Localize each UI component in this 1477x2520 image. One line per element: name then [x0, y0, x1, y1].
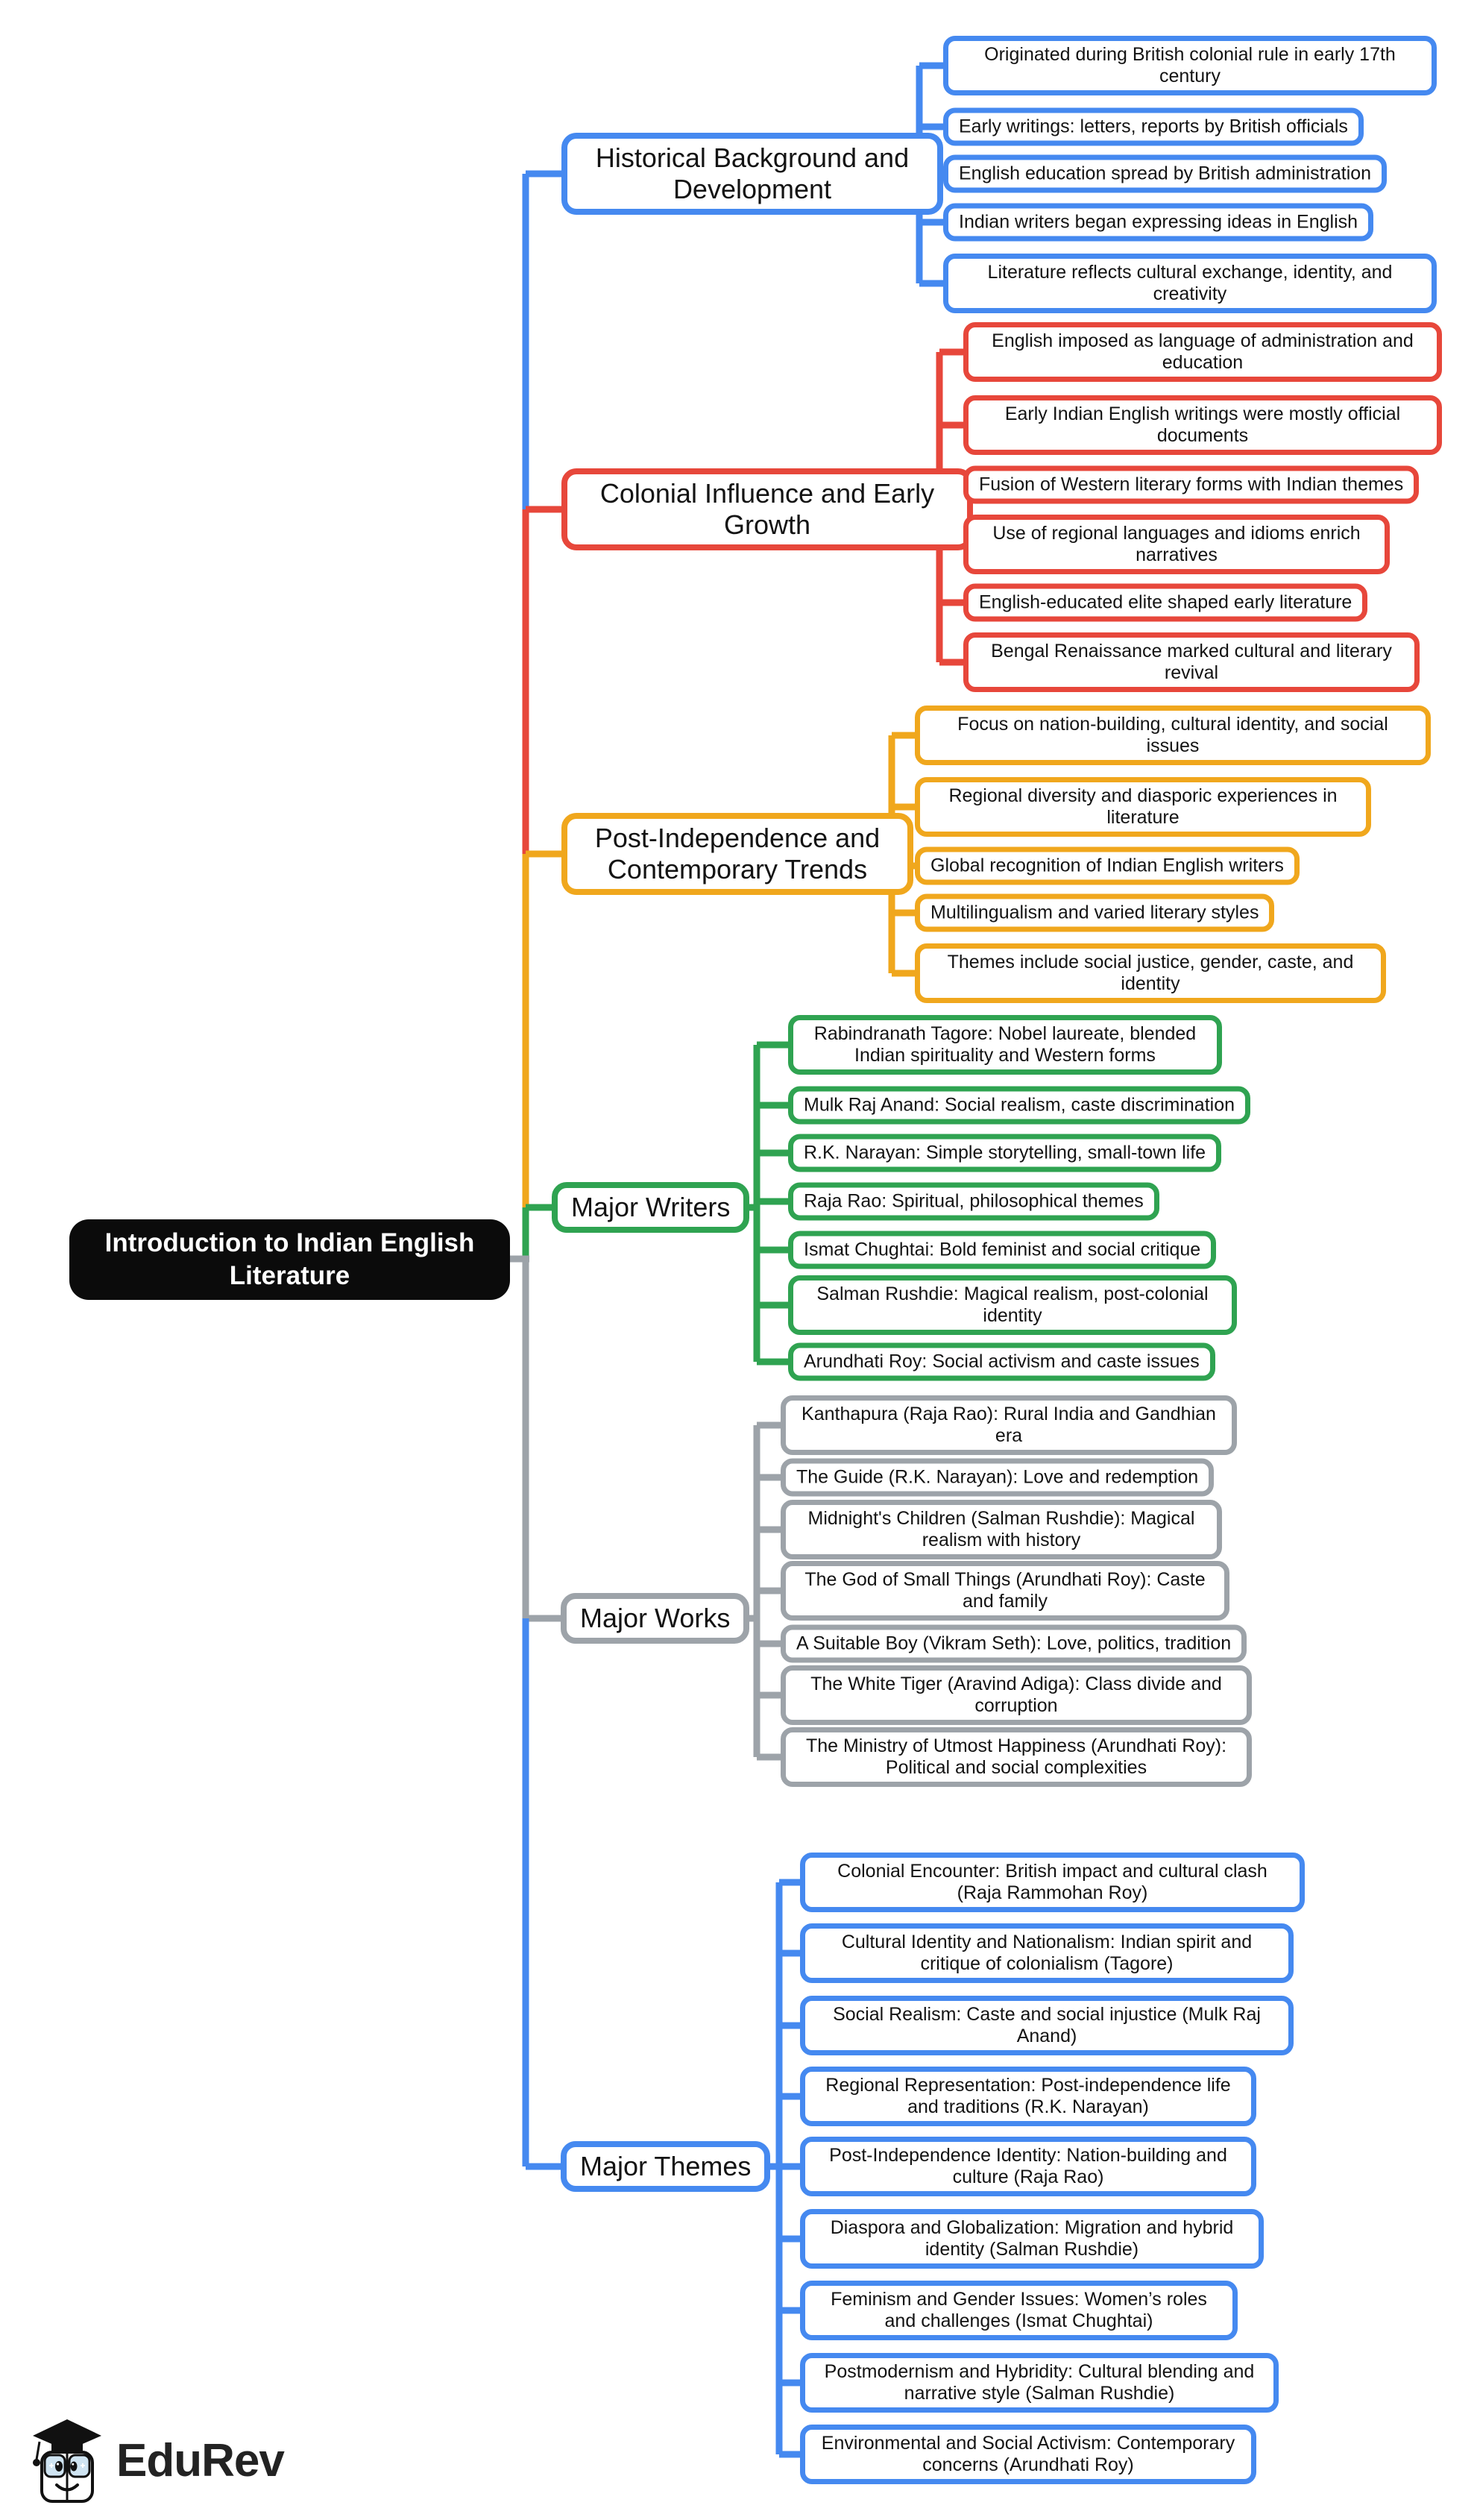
- leaf-node: Originated during British colonial rule …: [943, 36, 1437, 95]
- branch-label-major-writers: Major Writers: [552, 1182, 750, 1233]
- leaf-node: English education spread by British admi…: [943, 154, 1388, 193]
- root-node: Introduction to Indian English Literatur…: [69, 1219, 510, 1300]
- leaf-node: Global recognition of Indian English wri…: [915, 846, 1300, 885]
- branch-connector-major-works: [522, 1259, 790, 1761]
- leaf-node: R.K. Narayan: Simple storytelling, small…: [788, 1134, 1222, 1172]
- leaf-node: Raja Rao: Spiritual, philosophical theme…: [788, 1182, 1159, 1221]
- leaf-node: Salman Rushdie: Magical realism, post-co…: [788, 1275, 1237, 1335]
- leaf-node: Fusion of Western literary forms with In…: [963, 465, 1420, 504]
- graduation-cap-mascot-icon: [33, 2419, 101, 2503]
- leaf-node: Rabindranath Tagore: Nobel laureate, ble…: [788, 1015, 1222, 1075]
- leaf-node: Early writings: letters, reports by Brit…: [943, 107, 1364, 146]
- branch-label-major-works: Major Works: [561, 1593, 750, 1644]
- leaf-node: Focus on nation-building, cultural ident…: [915, 706, 1431, 765]
- leaf-node: Kanthapura (Raja Rao): Rural India and G…: [781, 1395, 1237, 1455]
- leaf-node: Feminism and Gender Issues: Women’s role…: [800, 2281, 1238, 2340]
- branch-label-colonial-influence: Colonial Influence and Early Growth: [561, 468, 973, 550]
- leaf-node: Arundhati Roy: Social activism and caste…: [788, 1342, 1215, 1381]
- leaf-node: The White Tiger (Aravind Adiga): Class d…: [781, 1665, 1252, 1725]
- branch-connector-major-themes: [522, 1618, 810, 2458]
- leaf-node: Environmental and Social Activism: Conte…: [800, 2425, 1256, 2484]
- leaf-node: Indian writers began expressing ideas in…: [943, 203, 1374, 242]
- leaf-node: Regional diversity and diasporic experie…: [915, 777, 1371, 837]
- leaf-node: Multilingualism and varied literary styl…: [915, 893, 1275, 932]
- branch-label-major-themes: Major Themes: [561, 2141, 771, 2192]
- leaf-node: Cultural Identity and Nationalism: India…: [800, 1923, 1294, 1983]
- leaf-node: A Suitable Boy (Vikram Seth): Love, poli…: [781, 1624, 1247, 1663]
- leaf-node: Midnight's Children (Salman Rushdie): Ma…: [781, 1500, 1222, 1559]
- leaf-node: Bengal Renaissance marked cultural and l…: [963, 632, 1420, 692]
- leaf-node: Diaspora and Globalization: Migration an…: [800, 2209, 1264, 2269]
- leaf-node: English-educated elite shaped early lite…: [963, 583, 1368, 622]
- leaf-node: Colonial Encounter: British impact and c…: [800, 1853, 1305, 1912]
- branch-label-post-independence: Post-Independence and Contemporary Trend…: [561, 813, 913, 895]
- edurev-logo: EduRev: [30, 2416, 285, 2504]
- leaf-node: The God of Small Things (Arundhati Roy):…: [781, 1561, 1229, 1621]
- leaf-node: Early Indian English writings were mostl…: [963, 395, 1442, 455]
- edurev-brand-text: EduRev: [116, 2434, 285, 2486]
- leaf-node: Regional Representation: Post-independen…: [800, 2067, 1256, 2126]
- leaf-node: Ismat Chughtai: Bold feminist and social…: [788, 1231, 1217, 1269]
- leaf-node: Use of regional languages and idioms enr…: [963, 515, 1390, 574]
- leaf-node: Post-Independence Identity: Nation-build…: [800, 2137, 1256, 2196]
- leaf-node: Mulk Raj Anand: Social realism, caste di…: [788, 1086, 1251, 1125]
- leaf-node: Social Realism: Caste and social injusti…: [800, 1996, 1294, 2055]
- leaf-node: English imposed as language of administr…: [963, 322, 1442, 382]
- leaf-node: Literature reflects cultural exchange, i…: [943, 254, 1437, 313]
- leaf-node: The Ministry of Utmost Happiness (Arundh…: [781, 1727, 1252, 1787]
- leaf-node: The Guide (R.K. Narayan): Love and redem…: [781, 1458, 1215, 1497]
- leaf-node: Themes include social justice, gender, c…: [915, 943, 1386, 1003]
- leaf-node: Postmodernism and Hybridity: Cultural bl…: [800, 2353, 1279, 2413]
- branch-label-historical-background: Historical Background and Development: [561, 133, 943, 215]
- branch-connector-colonial: [522, 348, 973, 854]
